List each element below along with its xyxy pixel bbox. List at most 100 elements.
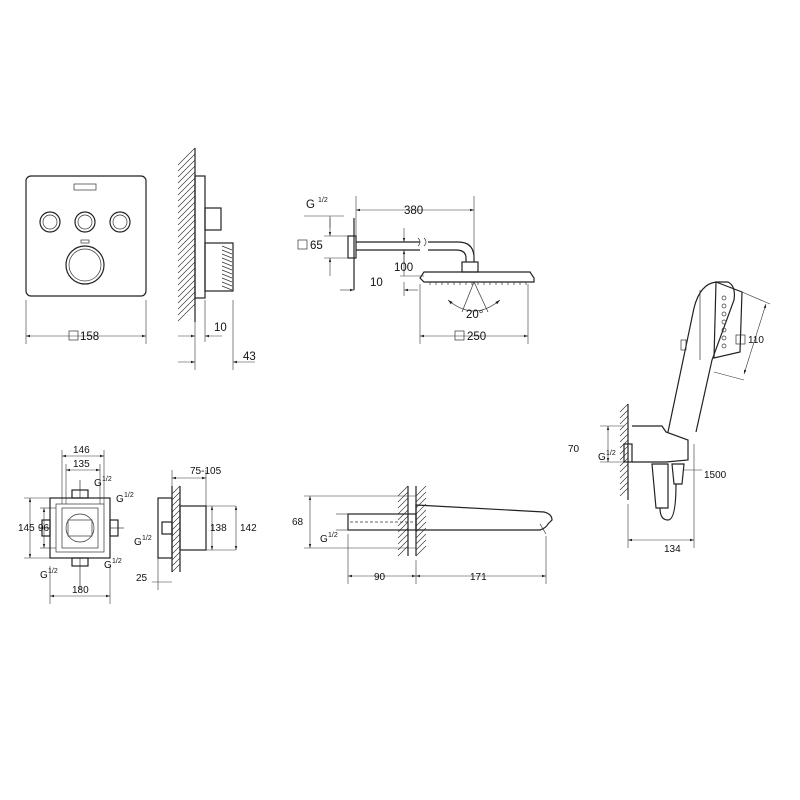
box-height-outer: 145 <box>18 523 35 534</box>
wall-hatch-line <box>177 201 196 220</box>
spout-wall-part: 90 <box>374 572 386 583</box>
bath-spout-view: 68 G 1/2 90 171 <box>292 485 553 584</box>
wall-hatch-line <box>619 409 629 419</box>
knurl-line <box>221 249 233 255</box>
spout-body <box>415 504 553 531</box>
box-thread-right: G <box>116 494 124 505</box>
wall-hatch-line <box>619 469 629 479</box>
wall-hatch-line <box>619 481 629 491</box>
knurl-line <box>221 281 233 287</box>
wall-hatch-line <box>171 545 181 555</box>
wall-hatch-line <box>177 225 196 244</box>
thermostat-knob <box>65 245 105 285</box>
hand-thread: G <box>598 452 606 463</box>
wall-hatch-line <box>415 509 427 521</box>
wall-hatch-line <box>177 291 196 310</box>
box-width-inner: 135 <box>73 459 90 470</box>
knurl-line <box>221 265 233 271</box>
wall-hatch-line <box>177 249 196 268</box>
knurl-line <box>221 257 233 263</box>
knurl-line <box>221 269 233 275</box>
hand-flange-diameter: 70 <box>568 444 580 455</box>
knurl-line <box>221 253 233 259</box>
wall-hatch-line <box>415 545 427 557</box>
wall-hatch-line <box>177 153 196 172</box>
hand-thread-fraction: 1/2 <box>606 450 616 457</box>
box-width-outer: 146 <box>73 445 90 456</box>
box-base-width: 180 <box>72 585 89 596</box>
hand-depth-label: 134 <box>664 544 681 555</box>
wall-hatch-line <box>177 267 196 286</box>
hand-shower-handle <box>667 281 735 433</box>
head-shower-view: 20° 380 65 G 1/2 100 10 250 <box>297 196 535 344</box>
brand-logo-plate <box>73 183 97 191</box>
box-thread-top: G <box>94 478 102 489</box>
wall-hatch-line <box>619 475 629 485</box>
spout-diameter: 68 <box>292 517 304 528</box>
wall-hatch-line <box>171 533 181 543</box>
wall-hatch-line <box>171 539 181 549</box>
box-diameter-inner: 138 <box>210 523 227 534</box>
button-3 <box>109 211 131 233</box>
arm-drop-label: 100 <box>394 262 413 274</box>
hand-nozzle <box>721 311 727 317</box>
wall-gap-label: 10 <box>370 277 383 289</box>
control-width-label: 158 <box>80 331 99 343</box>
wall-hatch-line <box>415 491 427 503</box>
box-thread-bottom-fraction: 1/2 <box>112 558 122 565</box>
wall-hatch-line <box>171 557 181 567</box>
knurl-line <box>221 277 233 283</box>
wall-hatch-line <box>177 159 196 178</box>
button-2 <box>74 211 96 233</box>
hand-shower-view: 70 G 1/2 110 1500 134 <box>568 281 771 555</box>
wall-hatch-line <box>619 433 629 443</box>
wall-hatch-line <box>177 171 196 190</box>
wall-hatch-line <box>177 237 196 256</box>
box-front-view: 146 135 145 96 180 G 1/2 G 1/2 G 1/2 G 1… <box>18 445 134 604</box>
wall-hatch-line <box>171 563 181 573</box>
hand-nozzle <box>721 303 727 309</box>
wall-hatch-line <box>177 147 196 166</box>
wall-hatch-line <box>397 491 409 503</box>
spray-angle-label: 20° <box>466 309 483 321</box>
wall-hatch-line <box>171 521 181 531</box>
hand-nozzle <box>721 319 727 325</box>
wall-hatch-line <box>415 497 427 509</box>
wall-hatch-line <box>415 539 427 551</box>
knurl-line <box>221 273 233 279</box>
knurl-line <box>221 261 233 267</box>
wall-hatch-line <box>171 503 181 513</box>
wall-hatch-line <box>177 177 196 196</box>
wall-hatch-line <box>397 515 409 527</box>
arm-length-label: 380 <box>404 205 423 217</box>
spout-projection: 171 <box>470 572 487 583</box>
wall-hatch-line <box>397 545 409 557</box>
box-side-view: 75-105 138 142 25 G 1/2 <box>134 466 257 590</box>
box-diameter-outer: 142 <box>240 523 257 534</box>
wall-hatch-line <box>619 415 629 425</box>
wall-hatch-line <box>177 189 196 208</box>
hand-nozzle <box>721 327 727 333</box>
shower-head <box>419 271 535 283</box>
flange-size-label: 65 <box>310 240 323 252</box>
wall-hatch-line <box>177 285 196 304</box>
wall-hatch-line <box>177 231 196 250</box>
hand-nozzle <box>721 295 727 301</box>
box-thread-top-fraction: 1/2 <box>102 476 112 483</box>
wall-hatch-line <box>415 515 427 527</box>
button-1 <box>39 211 61 233</box>
box-thread-bottom: G <box>104 560 112 571</box>
hand-nozzle <box>721 343 727 349</box>
control-depth-b: 43 <box>243 351 256 363</box>
spout-thread-fraction: 1/2 <box>328 532 338 539</box>
wall-hatch-line <box>171 515 181 525</box>
knurl-line <box>221 245 233 251</box>
wall-hatch-line <box>619 463 629 473</box>
box-side-thread-fraction: 1/2 <box>142 535 152 542</box>
spout-thread: G <box>320 534 328 545</box>
wall-hatch-line <box>397 503 409 515</box>
box-height-inner: 96 <box>38 523 50 534</box>
box-thread-right-fraction: 1/2 <box>124 492 134 499</box>
wall-hatch-line <box>177 207 196 226</box>
